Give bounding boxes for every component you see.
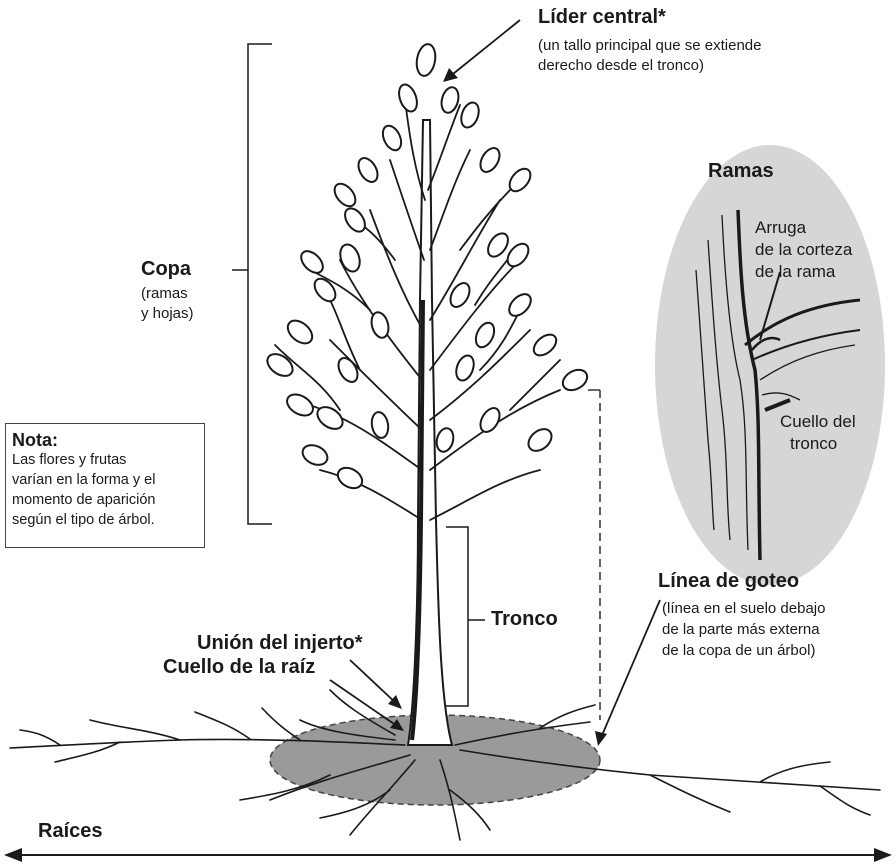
note-title: Nota: (12, 430, 198, 450)
crown-bracket (232, 44, 272, 524)
trunk-label: Tronco (491, 608, 558, 631)
crown-title: Copa (141, 258, 191, 281)
collar-line-2: tronco (790, 434, 837, 454)
bark-ridge-line-1: Arruga (755, 218, 806, 238)
crown-desc-2: y hojas) (141, 304, 194, 323)
collar-line-1: Cuello del (780, 412, 856, 432)
bark-ridge-line-3: de la rama (755, 262, 835, 282)
note-line: varían en la forma y el (12, 470, 198, 490)
roots-label: Raíces (38, 820, 103, 843)
note-box: Nota: Las flores y frutas varían en la f… (5, 423, 205, 548)
dripline-desc-3: de la copa de un árbol) (662, 641, 815, 660)
note-line: momento de aparición (12, 490, 198, 510)
dripline-title: Línea de goteo (658, 570, 799, 593)
leader-title: Líder central* (538, 6, 666, 29)
branch-detail-inset (655, 145, 885, 585)
note-line: según el tipo de árbol. (12, 510, 198, 530)
dripline-desc-1: (línea en el suelo debajo (662, 599, 825, 618)
roots-arrow (4, 848, 892, 862)
graft-union-label: Unión del injerto* (197, 632, 363, 655)
dripline-desc-2: de la parte más externa (662, 620, 820, 639)
pointer-arrows (330, 20, 660, 740)
note-line: Las flores y frutas (12, 450, 198, 470)
leader-desc-1: (un tallo principal que se extiende (538, 36, 761, 55)
leader-desc-2: derecho desde el tronco) (538, 56, 704, 75)
branches-title: Ramas (708, 160, 774, 183)
trunk-bracket (446, 527, 485, 706)
root-collar-label: Cuello de la raíz (163, 656, 315, 679)
bark-ridge-line-2: de la corteza (755, 240, 852, 260)
crown-desc-1: (ramas (141, 284, 188, 303)
